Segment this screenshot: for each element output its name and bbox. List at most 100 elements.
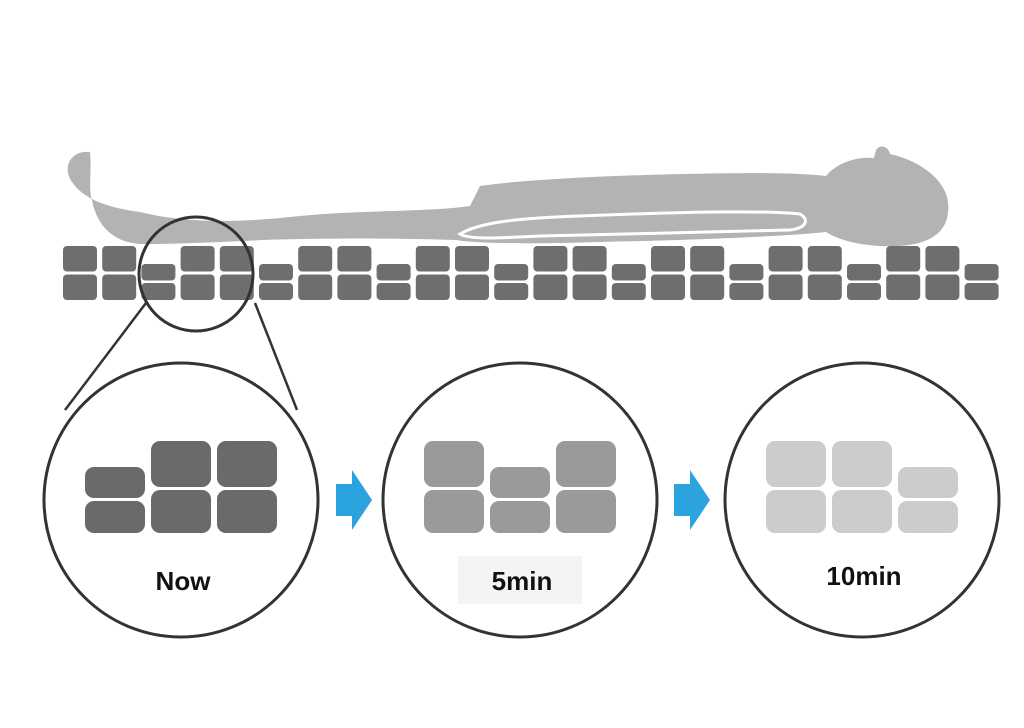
air-cell-upper (832, 441, 892, 487)
air-cell-lower (337, 274, 372, 300)
body-silhouette (67, 146, 949, 247)
air-cell-lower (424, 490, 484, 533)
arrow-icon (674, 470, 710, 530)
stage-air-cell (151, 441, 211, 533)
air-cell (376, 264, 411, 300)
air-cell-upper (219, 246, 254, 272)
arrow-icon (336, 470, 372, 530)
air-cell-upper (494, 264, 529, 281)
air-cell (807, 246, 842, 300)
air-cell-upper (556, 441, 616, 487)
stage-1: Now (42, 361, 320, 639)
air-cell-upper (376, 264, 411, 281)
air-cell-lower (63, 274, 97, 300)
air-cell-lower (533, 274, 568, 300)
air-cell (180, 246, 215, 300)
air-cell (455, 246, 489, 300)
stage-sequence: Now 5min 10min (42, 361, 1001, 639)
stage-air-cell (85, 467, 145, 533)
air-cell-upper (424, 441, 484, 487)
air-cell (964, 264, 999, 300)
air-cell-upper (847, 264, 881, 281)
air-cell (847, 264, 881, 300)
air-cell (337, 246, 372, 300)
air-cell-lower (556, 490, 616, 533)
air-cell (259, 264, 293, 300)
air-cell-upper (490, 467, 550, 498)
stage-air-cell (556, 441, 616, 533)
stage-air-cell (832, 441, 892, 533)
stage-circle (381, 361, 659, 639)
air-cell (219, 246, 254, 300)
air-cell (298, 246, 333, 300)
air-cell-upper (180, 246, 215, 272)
air-cell (611, 264, 646, 300)
air-cell-upper (651, 246, 685, 272)
air-cell-upper (766, 441, 826, 487)
air-cell (768, 246, 803, 300)
air-cell-upper (572, 246, 607, 272)
air-cell-upper (337, 246, 372, 272)
air-cell-lower (611, 283, 646, 300)
air-cell (533, 246, 568, 300)
air-cell-lower (219, 274, 254, 300)
air-cell-upper (217, 441, 277, 487)
air-cell (886, 246, 921, 300)
air-cell-lower (102, 274, 137, 300)
air-cell (494, 264, 529, 300)
air-cell-lower (494, 283, 529, 300)
air-cell-upper (102, 246, 137, 272)
air-cell-upper (611, 264, 646, 281)
air-cell-lower (898, 501, 958, 533)
stage-air-cell (424, 441, 484, 533)
air-cell-upper (455, 246, 489, 272)
body-outline (67, 146, 949, 247)
air-cell-lower (85, 501, 145, 533)
stage-2: 5min (381, 361, 659, 639)
stage-label: 10min (826, 561, 901, 591)
air-cell-lower (298, 274, 333, 300)
air-cell-upper (151, 441, 211, 487)
label-highlight (458, 556, 582, 604)
air-cell (690, 246, 725, 300)
stage-3: 10min (723, 361, 1001, 639)
stage-air-cell (898, 467, 958, 533)
air-cell-upper (768, 246, 803, 272)
mattress-cell-row (63, 246, 999, 300)
air-cell-lower (180, 274, 215, 300)
air-cell-upper (964, 264, 999, 281)
air-cell-lower (768, 274, 803, 300)
air-cell-lower (925, 274, 960, 300)
arm-outline (457, 210, 807, 240)
air-cell-lower (415, 274, 450, 300)
air-cell-upper (63, 246, 97, 272)
air-cell-lower (490, 501, 550, 533)
air-cell-upper (886, 246, 921, 272)
air-cell-upper (898, 467, 958, 498)
air-cell-upper (259, 264, 293, 281)
air-cell (572, 246, 607, 300)
air-cell-lower (690, 274, 725, 300)
air-cell-lower (807, 274, 842, 300)
air-cell (102, 246, 137, 300)
magnifier-line-left (64, 302, 147, 411)
magnifier-circle (137, 215, 255, 333)
air-cell-upper (298, 246, 333, 272)
air-cell-lower (729, 283, 764, 300)
magnifier (64, 215, 299, 411)
stage-air-cell (217, 441, 277, 533)
air-cell-lower (217, 490, 277, 533)
air-cell-upper (85, 467, 145, 498)
stage-label: 5min (492, 566, 553, 596)
air-cell-lower (141, 283, 176, 300)
air-cell-lower (964, 283, 999, 300)
stage-arrows (336, 470, 710, 530)
air-cell-lower (151, 490, 211, 533)
air-cell-upper (925, 246, 960, 272)
stage-air-cell (490, 467, 550, 533)
air-cell-upper (533, 246, 568, 272)
air-cell-lower (847, 283, 881, 300)
stage-air-cell (766, 441, 826, 533)
air-cell-lower (259, 283, 293, 300)
